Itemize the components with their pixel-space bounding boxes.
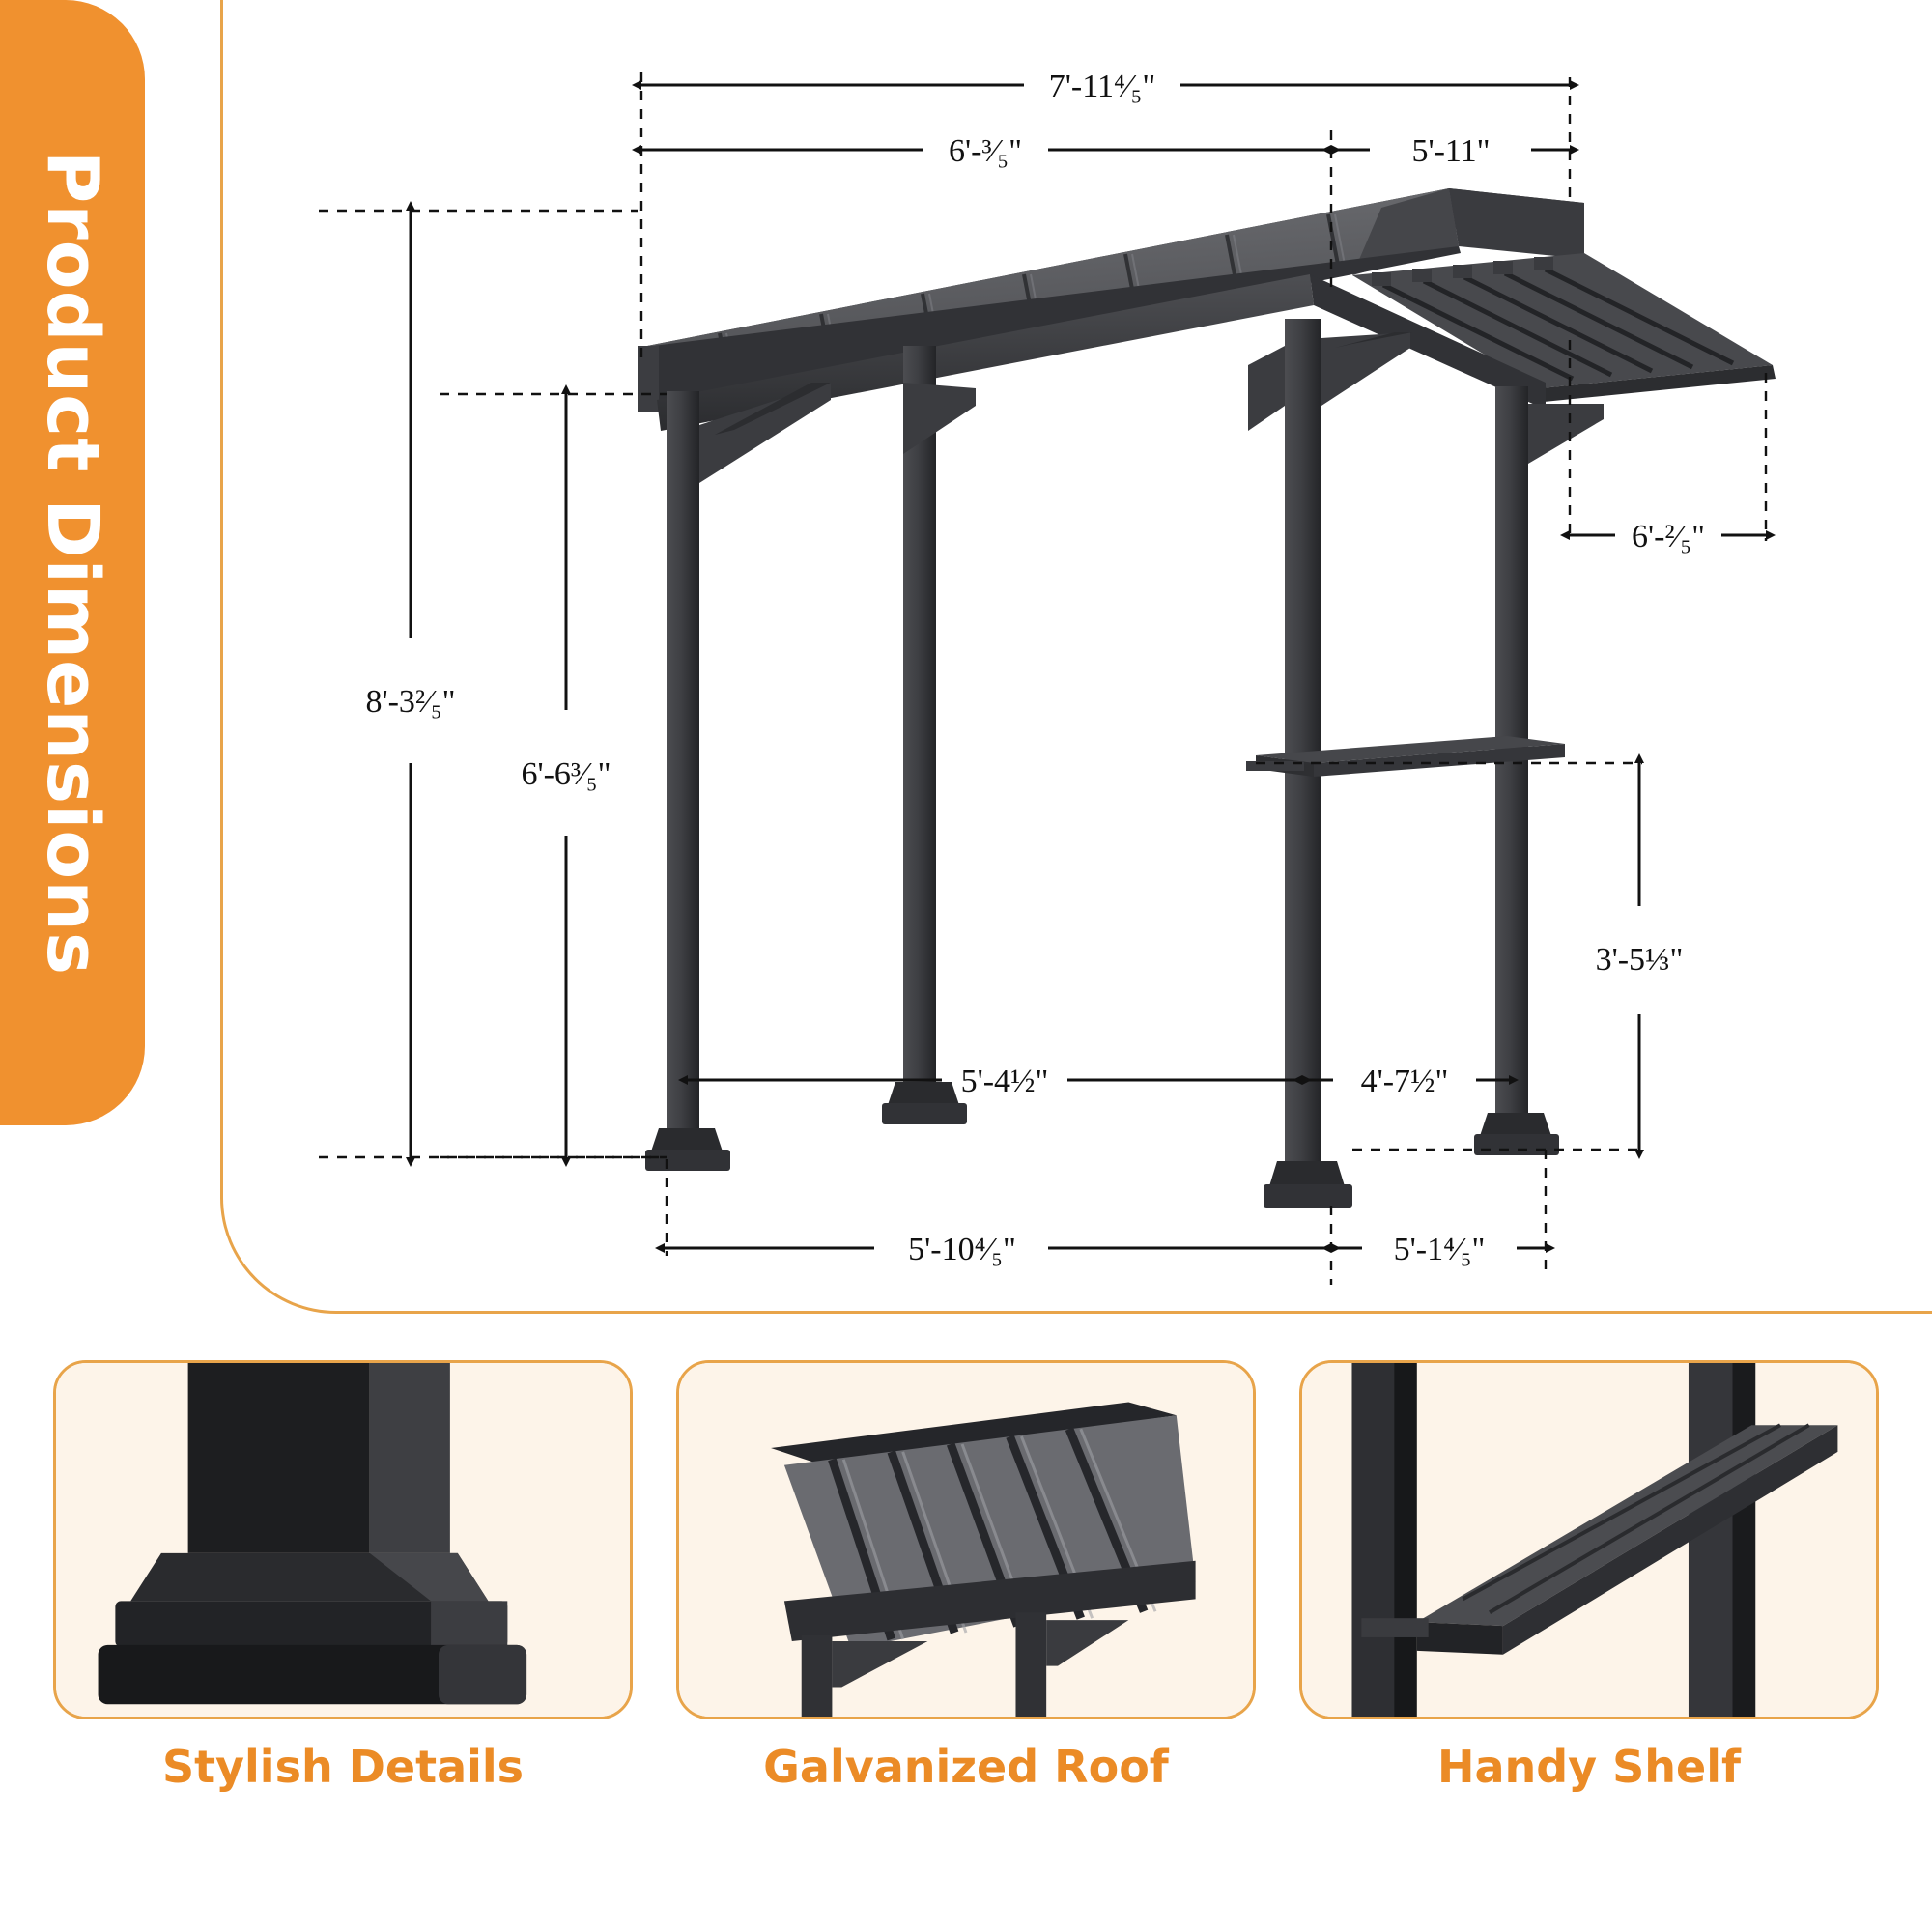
feature-caption-stylish-details: Stylish Details (161, 1741, 525, 1793)
product-dimensions-banner: Product Dimensions (0, 0, 145, 1125)
dimension-drawing: 7'-11⁴⁄₅" 6'-³⁄₅" 5'-11" 8'-3²⁄₅" (319, 69, 1776, 1285)
post-back-right (1474, 386, 1559, 1155)
feature-card-handy-shelf (1299, 1360, 1879, 1719)
feature-cards: Stylish Details Galvanized Roof Handy Sh… (0, 1360, 1932, 1932)
gazebo-illustration (638, 188, 1776, 1208)
post-front-left (645, 391, 730, 1171)
roof-side-extension (1352, 253, 1776, 402)
dim-label-post-span-side: 4'-7½" (1361, 1064, 1449, 1099)
dim-label-post-clearance-height: 6'-6³⁄₅" (521, 756, 611, 792)
feature-card-stylish-details (53, 1360, 633, 1719)
feature-caption-galvanized-roof: Galvanized Roof (763, 1741, 1169, 1793)
shelf-closeup-image (1302, 1363, 1876, 1717)
dim-label-overall-height: 8'-3²⁄₅" (365, 684, 455, 720)
post-front-right (1264, 319, 1352, 1208)
dim-label-post-span-front: 5'-4½" (961, 1064, 1049, 1099)
dim-label-base-span-side: 5'-1⁴⁄₅" (1394, 1232, 1486, 1267)
dim-label-side-roof-depth: 6'-²⁄₅" (1632, 519, 1705, 554)
dim-label-shelf-height: 3'-5⅓" (1596, 942, 1684, 978)
post-base-closeup-image (56, 1363, 630, 1717)
dim-label-roof-overall-width: 7'-11⁴⁄₅" (1049, 69, 1155, 104)
dim-label-roof-main-width: 6'-³⁄₅" (949, 133, 1022, 169)
dim-label-base-span-front: 5'-10⁴⁄₅" (908, 1232, 1016, 1267)
dim-label-roof-depth: 5'-11" (1411, 133, 1490, 169)
post-mid-left (882, 346, 967, 1124)
roof-panel-closeup-image (679, 1363, 1253, 1717)
feature-caption-handy-shelf: Handy Shelf (1436, 1741, 1742, 1793)
feature-card-galvanized-roof (676, 1360, 1256, 1719)
brace-detail (715, 332, 1412, 435)
dimension-annotations: 7'-11⁴⁄₅" 6'-³⁄₅" 5'-11" 8'-3²⁄₅" (319, 69, 1776, 1285)
corner-braces (699, 332, 1604, 483)
handy-shelf (1246, 736, 1565, 777)
